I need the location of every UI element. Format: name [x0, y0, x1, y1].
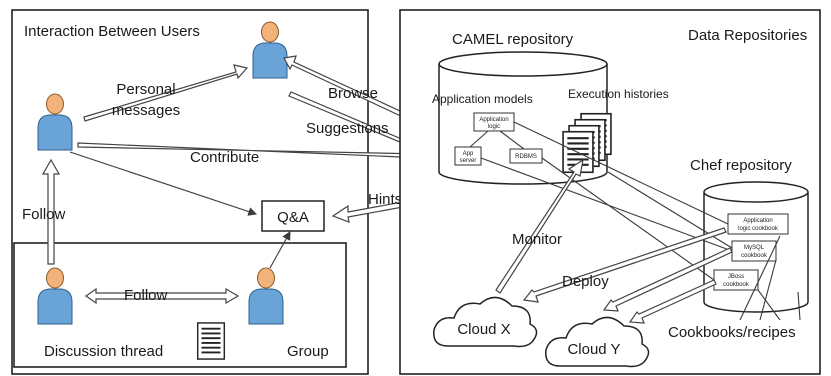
application-logic-cookbook-label-line2: logic cookbook: [738, 226, 779, 232]
personal-messages-label-line1: Personal: [116, 81, 175, 98]
app-server-node: [454, 146, 482, 166]
cloud-y-icon: [545, 316, 650, 368]
follow-horizontal-label: Follow: [124, 287, 168, 304]
follow-up-arrow-icon: [41, 158, 61, 265]
monitor-label: Monitor: [512, 231, 562, 248]
personal-messages-arrow-icon: [83, 64, 249, 122]
mysql-cookbook-label-line1: MySQL: [744, 245, 765, 251]
app-server-node-label-line2: server: [460, 158, 477, 164]
chef-repository-label: Chef repository: [690, 157, 792, 174]
jboss-cookbook-label-line1: JBoss: [728, 274, 744, 280]
cloud-y-label: Cloud Y: [567, 341, 620, 358]
recipes-pointer-3: [757, 289, 781, 321]
application-models-label: Application models: [432, 92, 533, 106]
execution-histories-label: Execution histories: [568, 87, 669, 101]
rdbms-node-label: RDBMS: [515, 154, 537, 160]
follow-bidirectional-arrow-icon: [84, 287, 240, 305]
group-to-qa-connector: [269, 231, 291, 269]
deploy-arrow-extra-icon: [628, 279, 717, 324]
user-to-qa-connector: [69, 151, 258, 216]
application-logic-node-label-line2: logic: [488, 124, 500, 130]
qa-box: [261, 200, 325, 232]
discussion-thread-label: Discussion thread: [44, 343, 163, 360]
application-logic-node-label-line1: Application: [479, 117, 508, 123]
deploy-arrow-cloud-x-icon: [522, 227, 727, 303]
rdbms-node: [509, 148, 543, 164]
mysql-cookbook-label-line2: cookbook: [741, 253, 768, 259]
recipes-pointer-4: [797, 291, 801, 321]
group-label: Group: [287, 343, 329, 360]
follow-vertical-label: Follow: [22, 206, 66, 223]
browse-label: Browse: [328, 85, 378, 102]
data-repositories-title: Data Repositories: [688, 27, 807, 44]
logic-to-server-edge: [469, 130, 489, 148]
app-server-node-label-line1: App: [463, 151, 474, 157]
recipes-pointer-2: [759, 259, 777, 321]
cloud-x-icon: [433, 296, 538, 348]
personal-messages-label-line2: messages: [112, 102, 180, 119]
recipes-pointer-1: [739, 235, 781, 321]
logic-to-rdbms-edge: [499, 130, 525, 150]
cloud-x-label: Cloud X: [457, 321, 510, 338]
jboss-cookbook-label-line2: cookbook: [723, 282, 750, 288]
app-server-to-mysql-edge: [480, 157, 733, 252]
qa-label: Q&A: [277, 209, 309, 226]
suggestions-label: Suggestions: [306, 120, 389, 137]
application-logic-cookbook-label-line1: Application: [743, 218, 772, 224]
app-logic-to-cookbook-edge: [513, 121, 729, 225]
contribute-label: Contribute: [190, 149, 259, 166]
deploy-arrow-cloud-y-icon: [602, 247, 733, 312]
discussion-thread-document-icon: [196, 322, 226, 360]
hints-label: Hints: [368, 191, 402, 208]
cookbooks-recipes-label: Cookbooks/recipes: [668, 324, 796, 341]
deploy-label: Deploy: [562, 273, 609, 290]
camel-repository-label: CAMEL repository: [452, 31, 574, 48]
interaction-panel-title: Interaction Between Users: [24, 23, 200, 40]
monitor-arrow-icon: [495, 158, 584, 294]
